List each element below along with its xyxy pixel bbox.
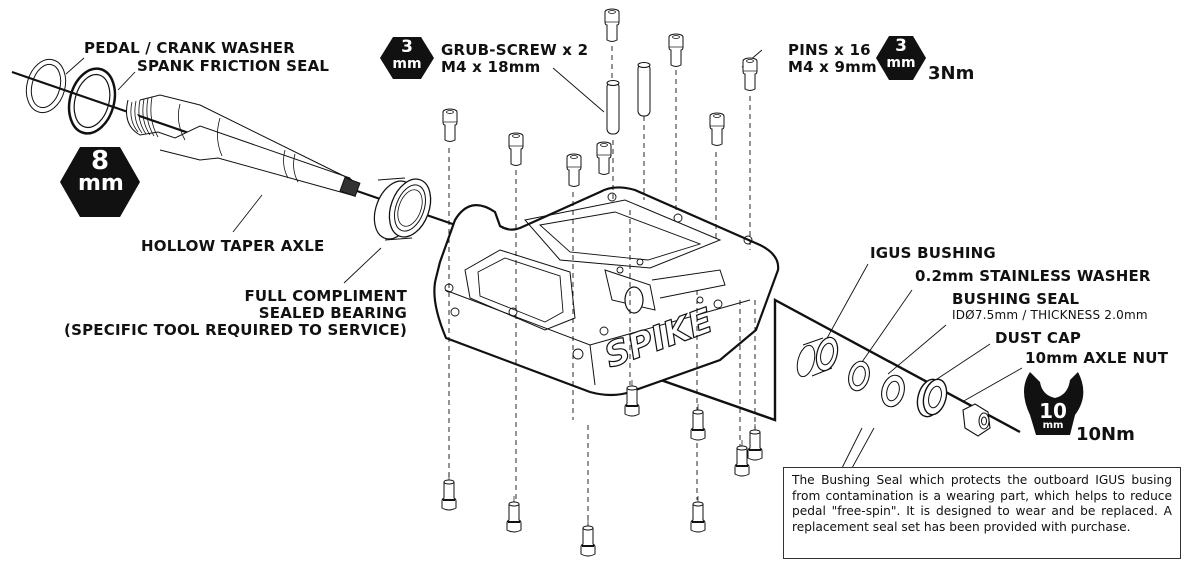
leader-lines [65,49,1023,469]
pins-hex-size: 3 mm [881,37,921,71]
label-bearing-line1: FULL COMPLIMENT [244,287,407,305]
bushing-seal [881,374,905,408]
grub-screws [606,62,651,135]
grub-hex-unit: mm [392,56,422,72]
top-pins [442,8,758,187]
label-grub-screw: GRUB-SCREW x 2 M4 x 18mm [441,42,588,76]
bushing-seal-note: The Bushing Seal which protects the outb… [783,467,1181,559]
label-igus-bushing: IGUS BUSHING [870,244,996,262]
bottom-pins [441,379,763,557]
label-axle-nut: 10mm AXLE NUT [1025,349,1169,367]
label-bushing-seal: BUSHING SEAL [952,290,1080,308]
hex-key-8mm-icon [60,147,140,217]
spank-friction-seal [67,67,117,135]
hollow-taper-axle [126,94,361,233]
label-stainless-washer: 0.2mm STAINLESS WASHER [915,267,1151,285]
label-grub-screw-line1: GRUB-SCREW x 2 [441,41,589,59]
pins-hex-unit: mm [886,55,916,71]
wrench-size: 10 mm [1036,399,1070,432]
label-pedal-crank-washer: PEDAL / CRANK WASHER [84,39,295,57]
axle-nut-torque: 10Nm [1076,424,1135,445]
label-hollow-taper-axle: HOLLOW TAPER AXLE [141,237,325,255]
igus-bushing [796,336,839,378]
label-grub-screw-line2: M4 x 18mm [441,58,541,76]
sealed-bearing [343,177,432,284]
pins-torque: 3Nm [928,63,975,84]
axle-hex-number: 8 [90,146,110,176]
label-spank-friction-seal: SPANK FRICTION SEAL [137,57,330,75]
grub-hex-number: 3 [401,37,413,57]
label-pins-line2: M4 x 9mm [788,58,877,76]
label-dust-cap: DUST CAP [995,329,1082,347]
pedal-body: SPIKE [433,186,780,397]
wrench-number: 10 [1039,399,1067,423]
label-sealed-bearing: FULL COMPLIMENT SEALED BEARING (SPECIFIC… [40,288,407,339]
wrench-unit: mm [1042,420,1064,431]
axle-hex-unit: mm [78,171,124,196]
wrench-10mm-icon [1024,372,1084,435]
axle-hex-size: 8 mm [78,146,124,196]
hex-key-3mm-pins-icon [876,36,926,80]
axle-nut [962,403,991,437]
label-pins-line1: PINS x 16 [788,41,871,59]
grub-hex-size: 3 mm [387,38,427,72]
label-bearing-line2: SEALED BEARING [258,304,407,322]
label-bushing-seal-spec: IDØ7.5mm / THICKNESS 2.0mm [952,308,1148,322]
dust-cap [916,378,948,418]
hex-key-3mm-grub-icon [380,37,434,79]
pin-guide-lines [448,46,756,525]
pedal-crank-washer [25,58,67,114]
label-pins: PINS x 16 M4 x 9mm [788,42,877,76]
pins-hex-number: 3 [895,36,907,56]
stainless-washer [848,360,870,392]
label-bearing-line3: (SPECIFIC TOOL REQUIRED TO SERVICE) [64,321,407,339]
